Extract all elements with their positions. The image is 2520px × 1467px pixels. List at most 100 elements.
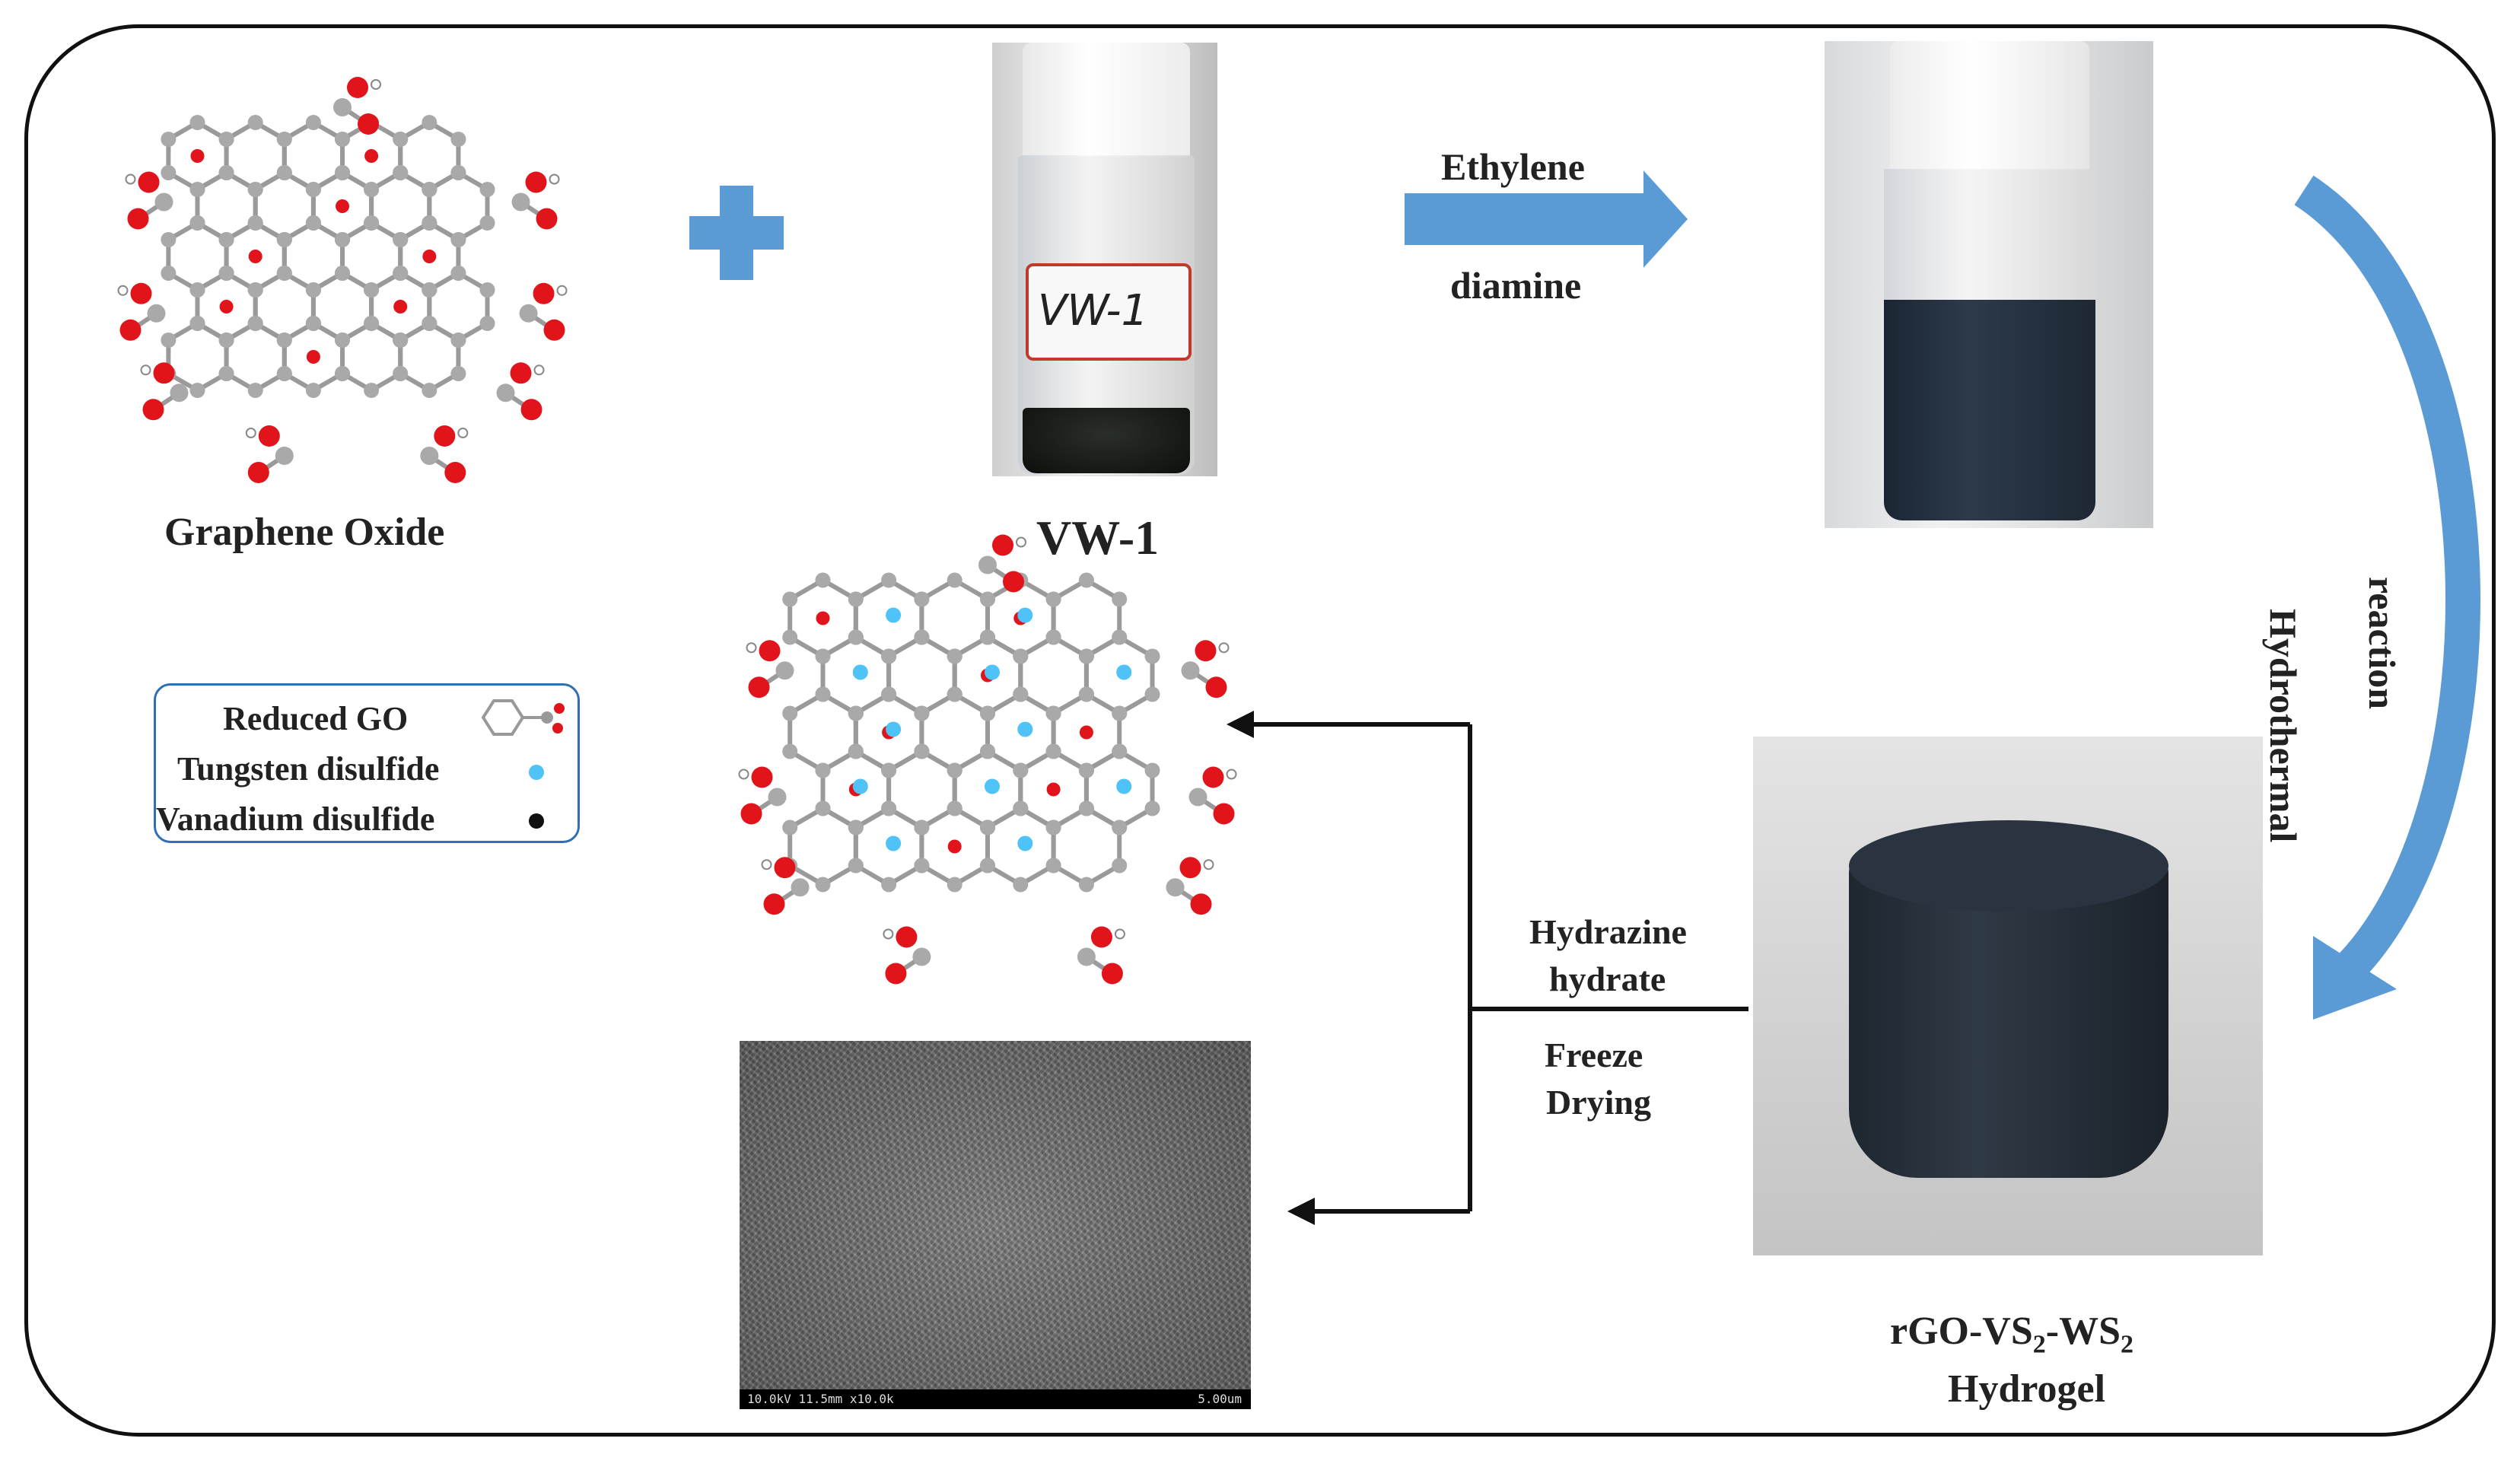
- carboxyl-oxygen: [510, 362, 532, 384]
- carbon-atom: [189, 383, 205, 398]
- carboxyl-oxygen: [258, 425, 280, 447]
- carbon-atom: [161, 132, 177, 147]
- carbon-atom: [218, 333, 234, 348]
- carbon-atom: [305, 115, 321, 130]
- carbon-atom: [189, 182, 205, 197]
- carboxyl-carbon: [791, 878, 810, 897]
- legend-box: Reduced GO Tungsten disulfide Vanadium d…: [154, 683, 580, 843]
- carbon-atom: [393, 132, 409, 147]
- carbon-atom: [479, 316, 495, 331]
- carbon-atom: [393, 333, 409, 348]
- carboxyl-carbon: [170, 383, 189, 403]
- oxygen-atom: [364, 149, 379, 163]
- hydrogen-atom: [117, 285, 129, 296]
- carboxyl-oxygen: [130, 282, 152, 304]
- carbon-atom: [335, 165, 350, 180]
- vial-dark-liquid: [1884, 300, 2095, 520]
- carbon-atom: [815, 572, 831, 588]
- vial-dispersion-photo: [1825, 41, 2153, 528]
- product-main: rGO-VS: [1890, 1309, 2033, 1353]
- carbon-atom: [364, 182, 380, 197]
- carbon-atom: [1013, 877, 1029, 893]
- carbon-atom: [189, 215, 205, 231]
- sulfide-dot: [852, 664, 868, 680]
- carboxyl-oxygen: [751, 766, 773, 788]
- carbon-atom: [335, 333, 350, 348]
- hydrogen-atom: [371, 79, 381, 90]
- carboxyl-carbon: [912, 947, 931, 966]
- carboxyl-oxygen: [358, 113, 379, 135]
- legend-reduced-go: Reduced GO: [223, 700, 409, 737]
- carbon-atom: [276, 333, 292, 348]
- carboxyl-oxygen: [247, 462, 269, 483]
- oxygen-atom: [422, 250, 437, 263]
- lattice-ring: [788, 806, 858, 887]
- carbon-atom: [161, 333, 177, 348]
- carbon-atom: [881, 686, 897, 702]
- carbon-atom: [1045, 743, 1061, 759]
- drying-label: Drying: [1546, 1083, 1651, 1122]
- carbon-atom: [1045, 705, 1061, 721]
- carbon-atom: [335, 266, 350, 281]
- carbon-atom: [848, 629, 864, 645]
- sem-image: [740, 1041, 1251, 1409]
- molecule-lattice: [117, 77, 568, 483]
- carbon-atom: [305, 215, 321, 231]
- carbon-atom: [218, 232, 234, 247]
- carbon-atom: [914, 591, 930, 607]
- sulfide-dot: [1017, 607, 1033, 623]
- carbon-atom: [364, 383, 380, 398]
- diamine-label: diamine: [1450, 264, 1582, 307]
- carboxyl-oxygen: [142, 399, 164, 421]
- carbon-atom: [980, 819, 995, 835]
- carbon-atom: [247, 383, 263, 398]
- carbon-atom: [947, 648, 963, 664]
- carbon-atom: [1078, 877, 1094, 893]
- carbon-atom: [479, 215, 495, 231]
- carboxyl-carbon: [768, 788, 787, 807]
- carbon-atom: [247, 282, 263, 298]
- oxygen-atom: [947, 839, 962, 854]
- hydrazine-label: Hydrazine: [1529, 912, 1687, 951]
- carbon-atom: [422, 282, 438, 298]
- carbon-atom: [364, 215, 380, 231]
- carboxyl-oxygen: [1205, 676, 1227, 698]
- carbon-atom: [815, 648, 831, 664]
- carbon-atom: [782, 591, 798, 607]
- carbon-atom: [848, 743, 864, 759]
- carboxyl-carbon: [333, 98, 352, 116]
- legend-vanadium: Vanadium disulfide: [156, 800, 435, 838]
- carbon-atom: [782, 819, 798, 835]
- carbon-atom: [782, 629, 798, 645]
- carbon-atom: [1045, 819, 1061, 835]
- sulfide-dot: [1116, 664, 1132, 680]
- carbon-atom: [980, 858, 995, 874]
- sulfide-dot: [1017, 835, 1033, 851]
- hydrogel-photo: [1753, 737, 2263, 1255]
- carbon-atom: [161, 232, 177, 247]
- carbon-atom: [305, 282, 321, 298]
- diagram-frame: [24, 24, 2496, 1437]
- carbon-atom: [1112, 858, 1128, 874]
- oxygen-atom: [816, 611, 830, 625]
- carboxyl-carbon: [519, 304, 538, 323]
- carboxyl-oxygen: [1090, 926, 1112, 948]
- hydrogel-label: Hydrogel: [1948, 1367, 2106, 1411]
- hydrogen-atom: [125, 173, 136, 185]
- carboxyl-carbon: [1166, 878, 1185, 897]
- carbon-atom: [450, 333, 466, 348]
- product-label: rGO-VS2-WS2: [1890, 1309, 2133, 1359]
- vw1-label: VW-1: [1036, 511, 1160, 565]
- sulfide-dot: [886, 835, 902, 851]
- oxygen-atom: [1046, 782, 1061, 797]
- freeze-label: Freeze: [1545, 1036, 1643, 1074]
- carbon-atom: [947, 686, 963, 702]
- product-sub1: 2: [2032, 1330, 2046, 1359]
- carbon-atom: [815, 800, 831, 816]
- oxygen-atom: [306, 350, 320, 364]
- carbon-atom: [450, 266, 466, 281]
- carbon-atom: [189, 115, 205, 130]
- carbon-atom: [1045, 591, 1061, 607]
